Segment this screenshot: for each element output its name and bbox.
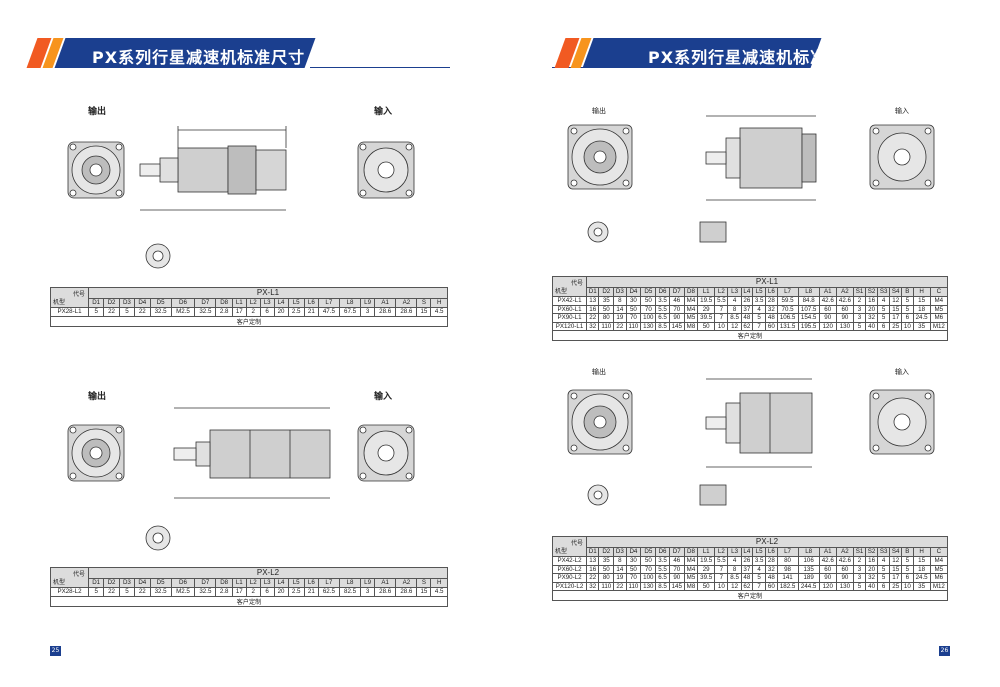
drawing-px28-l1 — [67, 126, 415, 269]
table-footer: 客户定制 — [552, 330, 948, 341]
output-label: 输出 — [88, 107, 107, 117]
output-label: 输出 — [88, 392, 107, 402]
table-title: PX-L2 — [88, 567, 448, 579]
page-left: PX系列行星减速机标准尺寸 — [0, 38, 450, 656]
drawing-px-l2 — [567, 378, 935, 506]
table-footer: 客户定制 — [50, 315, 448, 327]
page-number: 26 — [939, 646, 950, 656]
table-footer: 客户定制 — [50, 595, 448, 607]
table-corner: 代号 机型 — [50, 567, 89, 588]
input-label: 输入 — [895, 368, 909, 376]
drawing-px28-l2 — [67, 407, 415, 551]
table-footer: 客户定制 — [552, 590, 948, 601]
input-label: 输入 — [895, 107, 909, 115]
input-label: 输入 — [374, 392, 393, 402]
table-corner: 代号 机型 — [552, 276, 587, 297]
table-corner: 代号 机型 — [50, 287, 89, 308]
table-title: PX-L2 — [586, 536, 948, 548]
table-corner: 代号 机型 — [552, 536, 587, 557]
drawing-px-l1 — [567, 115, 935, 243]
page-title: PX系列行星减速机标准尺寸 — [92, 48, 306, 67]
page-banner: PX系列行星减速机标准尺寸 — [0, 38, 320, 68]
input-label: 输入 — [374, 107, 393, 117]
page-title: PX系列行星减速机标准尺寸 — [648, 48, 862, 67]
table-title: PX-L1 — [586, 276, 948, 288]
page-number: 25 — [50, 646, 61, 656]
output-label: 输出 — [592, 107, 606, 115]
page-right: PX系列行星减速机标准尺寸 输出 输入 — [500, 0, 1000, 687]
output-label: 输出 — [592, 368, 606, 376]
table-title: PX-L1 — [88, 287, 448, 299]
page-banner: PX系列行星减速机标准尺寸 — [550, 38, 860, 68]
